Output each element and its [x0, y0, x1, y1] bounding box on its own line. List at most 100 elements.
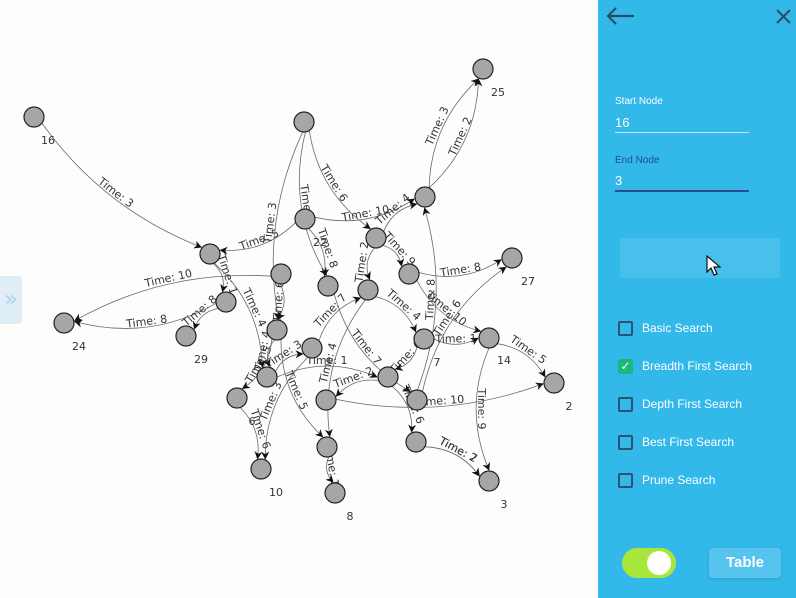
checkbox[interactable]	[618, 472, 633, 488]
edge-label: Time: 2	[352, 241, 371, 285]
graph-node[interactable]	[413, 328, 435, 350]
graph-node[interactable]	[270, 263, 292, 285]
graph-node[interactable]	[324, 482, 346, 504]
graph-node[interactable]	[293, 111, 315, 133]
graph-node[interactable]	[406, 389, 428, 411]
back-button[interactable]	[602, 2, 638, 30]
graph-node[interactable]	[23, 106, 45, 128]
graph-edge	[335, 379, 379, 397]
edge-label: Time: 5	[507, 332, 549, 367]
option-label: Best First Search	[642, 435, 735, 449]
option-label: Prune Search	[642, 473, 716, 487]
view-toggle[interactable]	[622, 548, 676, 578]
graph-node[interactable]	[226, 387, 248, 409]
checkbox[interactable]	[618, 320, 633, 336]
graph-edge	[212, 263, 229, 293]
close-button[interactable]	[772, 2, 794, 30]
graph-node[interactable]	[357, 279, 379, 301]
checkbox-checked[interactable]: ✓	[618, 358, 633, 374]
graph-edge	[308, 130, 371, 230]
graph-node[interactable]	[478, 470, 500, 492]
graph-edge	[263, 339, 276, 367]
edge-label: Time: 9	[475, 387, 488, 429]
graph-node[interactable]	[199, 243, 221, 265]
edge-label: Time: 2	[445, 115, 474, 159]
node-label: 6	[249, 415, 256, 428]
table-button[interactable]: Table	[709, 548, 781, 578]
graph-node[interactable]	[478, 327, 500, 349]
edge-label: Time: 3	[261, 202, 279, 245]
graph-node[interactable]	[472, 58, 494, 80]
graph-node[interactable]	[543, 372, 565, 394]
graph-edge	[375, 296, 417, 333]
graph-node[interactable]	[53, 312, 75, 334]
edge-label: Time: 3	[95, 174, 136, 210]
graph-node[interactable]	[315, 389, 337, 411]
graph-node[interactable]	[256, 366, 278, 388]
edge-label: Time: 2	[331, 364, 375, 391]
node-label: 3	[501, 498, 508, 511]
option-basic-search[interactable]: Basic Search	[618, 318, 713, 338]
checkbox[interactable]	[618, 396, 633, 412]
graph-edge	[219, 222, 296, 255]
graph-node[interactable]	[317, 275, 339, 297]
start-node-input[interactable]	[615, 112, 749, 133]
node-label: 27	[521, 275, 535, 288]
nodes-layer: 16 25 24 29 27 2 10 8 3 22 7 14 6	[23, 58, 573, 523]
option-breadth-first-search[interactable]: ✓ Breadth First Search	[618, 356, 752, 376]
edge-label: Time: 8	[179, 293, 220, 330]
chevron-right-icon: »	[4, 287, 18, 312]
end-node-input[interactable]	[615, 170, 749, 192]
graph-node[interactable]	[316, 436, 338, 458]
graph-node[interactable]	[250, 458, 272, 480]
node-label: 14	[497, 354, 511, 367]
node-label: 2	[566, 400, 573, 413]
expand-panel-tab[interactable]: »	[0, 276, 22, 324]
node-label: 29	[194, 353, 208, 366]
edge-label: Time: 6	[317, 161, 350, 204]
option-best-first-search[interactable]: Best First Search	[618, 432, 734, 452]
graph-edge	[41, 122, 203, 249]
option-depth-first-search[interactable]: Depth First Search	[618, 394, 742, 414]
graph-node[interactable]	[377, 366, 399, 388]
graph-node[interactable]	[405, 431, 427, 453]
graph-node[interactable]	[294, 208, 316, 230]
mouse-pointer-icon	[706, 255, 722, 276]
node-label: 25	[491, 86, 505, 99]
graph-node[interactable]	[175, 325, 197, 347]
arrow-left-icon	[606, 7, 634, 25]
edge-label: Time: 8	[438, 260, 482, 279]
graph-edge	[428, 78, 480, 188]
search-button[interactable]	[620, 238, 780, 278]
graph-edge	[475, 347, 490, 471]
node-label: 24	[72, 340, 86, 353]
node-label: 10	[269, 486, 283, 499]
graph-node[interactable]	[398, 263, 420, 285]
graph-node[interactable]	[301, 337, 323, 359]
graph-node[interactable]	[215, 291, 237, 313]
graph-node[interactable]	[365, 227, 387, 249]
node-label: 16	[41, 134, 55, 147]
graph-edge	[497, 343, 546, 378]
node-label: 22	[313, 236, 327, 249]
graph-node[interactable]	[266, 319, 288, 341]
toggle-knob	[647, 551, 671, 575]
node-label: 8	[347, 510, 354, 523]
node-label: 7	[434, 356, 441, 369]
graph-edge	[74, 302, 217, 329]
graph-edge	[417, 207, 437, 391]
edge-label: Time: 4	[383, 286, 423, 324]
edge-label: Time: 5	[282, 368, 310, 412]
option-prune-search[interactable]: Prune Search	[618, 470, 715, 490]
graph-edge	[363, 247, 375, 280]
edge-label: Time: 7	[311, 291, 350, 330]
graph-edge	[418, 259, 502, 277]
graph-node[interactable]	[501, 247, 523, 269]
graph-node[interactable]	[414, 186, 436, 208]
graph-edge	[314, 198, 415, 222]
checkbox[interactable]	[618, 434, 633, 450]
option-label: Breadth First Search	[642, 359, 753, 373]
graph-edge	[324, 299, 366, 438]
